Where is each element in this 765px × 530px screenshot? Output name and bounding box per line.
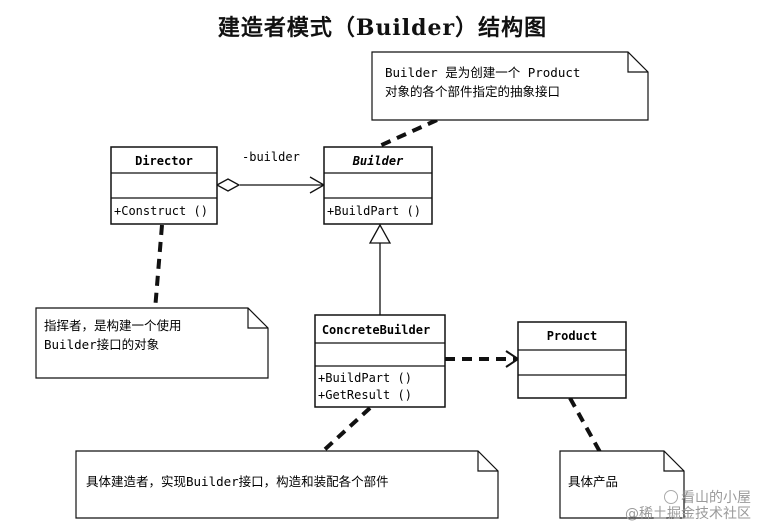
director-note: 指挥者，是构建一个使用 Builder接口的对象: [35, 307, 269, 379]
watermark-line: @稀土掘金技术社区: [625, 506, 751, 522]
inheritance-triangle-icon: [368, 223, 392, 244]
diagram-title: 建造者模式（Builder）结构图: [217, 15, 548, 41]
concrete-builder-operation: +GetResult (): [318, 388, 412, 402]
association-label: -builder: [242, 150, 300, 164]
concrete-builder-class: ConcreteBuilder +BuildPart () +GetResult…: [314, 314, 446, 408]
product-class: Product: [517, 321, 627, 399]
product-class-name: Product: [547, 329, 598, 343]
concrete-builder-operation: +BuildPart (): [318, 371, 412, 385]
builder-class: Builder +BuildPart (): [323, 146, 433, 225]
concrete-builder-note-text: 具体建造者，实现Builder接口，构造和装配各个部件: [86, 474, 389, 489]
aggregation-diamond-icon: [215, 178, 241, 192]
director-class-name: Director: [135, 154, 193, 168]
concrete-note-connector: [320, 406, 372, 454]
builder-note: Builder 是为创建一个 Product 对象的各个部件指定的抽象接口: [371, 51, 649, 121]
director-note-line: 指挥者，是构建一个使用: [44, 318, 182, 333]
builder-class-name: Builder: [352, 154, 404, 168]
concrete-builder-note: 具体建造者，实现Builder接口，构造和装配各个部件: [75, 450, 499, 519]
builder-note-line: 对象的各个部件指定的抽象接口: [385, 84, 560, 99]
watermark: 看山的小屋 @稀土掘金技术社区: [625, 490, 751, 522]
watermark-line: 看山的小屋: [681, 490, 751, 506]
concrete-builder-class-name: ConcreteBuilder: [322, 323, 430, 337]
generalization-arrow: [368, 223, 392, 315]
wechat-icon: [664, 490, 678, 504]
product-note-text: 具体产品: [568, 474, 618, 489]
director-operation: +Construct (): [114, 204, 208, 218]
director-class: Director +Construct (): [110, 146, 218, 225]
builder-operation: +BuildPart (): [327, 204, 421, 218]
builder-note-connector: [374, 118, 438, 150]
dependency-arrow: [445, 350, 520, 368]
product-note: 具体产品: [559, 450, 685, 519]
director-note-line: Builder接口的对象: [44, 337, 159, 352]
director-note-connector: [153, 224, 164, 311]
product-note-connector: [568, 397, 602, 453]
association-arrow: -builder: [215, 150, 326, 194]
builder-note-line: Builder 是为创建一个 Product: [385, 65, 580, 80]
